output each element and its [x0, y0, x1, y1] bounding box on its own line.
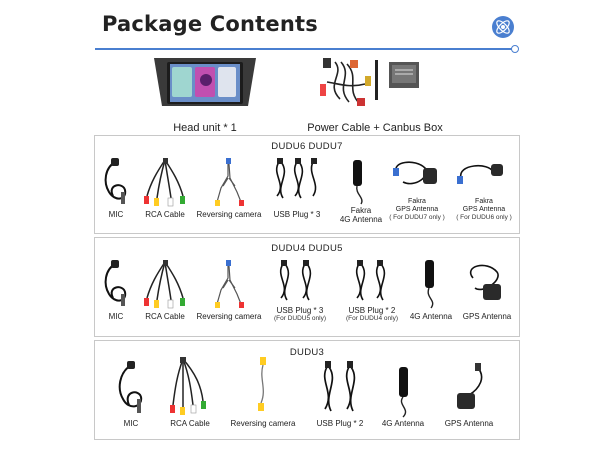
- mic-item: MIC: [109, 359, 153, 428]
- reversing-camera-icon: [215, 158, 244, 206]
- item-label: USB Plug * 3: [276, 306, 324, 315]
- group-dudu3: DUDU3 MIC RCA Cable Reversing c: [94, 340, 520, 440]
- reversing-camera-item: Reversing camera: [229, 355, 297, 428]
- reversing-camera-icon: [258, 357, 266, 411]
- usb-plug-icon: [323, 361, 356, 412]
- item-label: GPS Antenna: [444, 419, 494, 428]
- usb-plug-2-item: USB Plug * 2: [307, 359, 373, 428]
- item-label: 4G Antenna: [381, 419, 425, 428]
- rca-cable-icon: [144, 158, 185, 207]
- usb-plug-icon: [275, 158, 317, 199]
- item-label: USB Plug * 2: [348, 306, 396, 315]
- head-unit-icon: [154, 58, 256, 106]
- rca-cable-item: RCA Cable: [165, 355, 215, 428]
- usb-plug-3-item: USB Plug * 3 (For DUDU5 only): [265, 258, 335, 323]
- item-label: RCA Cable: [145, 312, 185, 321]
- mic-icon: [104, 260, 127, 306]
- mic-item: MIC: [97, 156, 135, 219]
- reversing-camera-item: Reversing camera: [193, 156, 265, 219]
- divider-end-dot: [511, 45, 519, 53]
- group-title: DUDU3: [289, 347, 325, 358]
- power-cable-label: Power Cable + Canbus Box: [307, 122, 443, 134]
- 4g-antenna-item: 4G Antenna: [375, 359, 431, 428]
- item-label: USB Plug * 2: [316, 419, 364, 428]
- group-title: DUDU4 DUDU5: [271, 243, 343, 254]
- item-label: MIC: [108, 312, 124, 321]
- item-label: Reversing camera: [196, 312, 262, 321]
- item-label: MIC: [108, 210, 124, 219]
- group-title: DUDU6 DUDU7: [271, 141, 343, 152]
- usb-plug-icon: [355, 260, 386, 301]
- mic-item: MIC: [97, 258, 135, 321]
- antenna-4g-icon: [353, 160, 363, 205]
- reversing-camera-item: Reversing camera: [193, 258, 265, 321]
- antenna-4g-icon: [399, 367, 408, 418]
- rca-cable-item: RCA Cable: [139, 258, 191, 321]
- item-note: (For DUDU5 only): [273, 315, 326, 323]
- item-note: ( For DUDU7 only ): [389, 214, 445, 222]
- usb-plug-item: USB Plug * 3: [267, 156, 327, 219]
- gps-antenna-item: GPS Antenna: [439, 359, 499, 428]
- head-unit-item: Head unit * 1: [150, 54, 260, 134]
- mic-icon: [104, 158, 127, 204]
- gps-antenna-icon: [393, 161, 437, 185]
- item-label: RCA Cable: [170, 419, 210, 428]
- item-label: Reversing camera: [196, 210, 262, 219]
- rca-cable-icon: [170, 357, 206, 415]
- item-label: Reversing camera: [230, 419, 296, 428]
- rca-cable-icon: [144, 260, 185, 309]
- 4g-antenna-item: 4G Antenna: [403, 258, 459, 321]
- reversing-camera-icon: [215, 260, 244, 308]
- fakra-gps-antenna-dudu7-item: Fakra GPS Antenna ( For DUDU7 only ): [385, 158, 449, 222]
- item-note: ( For DUDU6 only ): [456, 214, 512, 222]
- power-cable-icon: [320, 58, 419, 106]
- antenna-4g-icon: [425, 260, 434, 309]
- page-title: Package Contents: [102, 12, 318, 36]
- power-cable-item: Power Cable + Canbus Box: [305, 54, 445, 134]
- fakra-4g-antenna-item: Fakra 4G Antenna: [331, 158, 391, 224]
- gps-antenna-item: GPS Antenna: [457, 258, 517, 321]
- item-label: Fakra GPS Antenna: [462, 198, 506, 214]
- item-label: MIC: [123, 419, 139, 428]
- item-label: USB Plug * 3: [273, 210, 321, 219]
- gps-antenna-icon: [457, 164, 503, 184]
- item-label: RCA Cable: [145, 210, 185, 219]
- atom-logo-icon: [492, 16, 514, 38]
- fakra-gps-antenna-dudu6-item: Fakra GPS Antenna ( For DUDU6 only ): [449, 158, 519, 222]
- gps-antenna-icon: [469, 264, 501, 300]
- item-label: Fakra GPS Antenna: [395, 198, 439, 214]
- head-unit-label: Head unit * 1: [173, 122, 237, 134]
- header-divider: [95, 48, 515, 50]
- usb-plug-2-item: USB Plug * 2 (For DUDU4 only): [337, 258, 407, 323]
- group-dudu4-dudu5: DUDU4 DUDU5 MIC RCA Cable: [94, 237, 520, 337]
- usb-plug-icon: [279, 260, 312, 301]
- gps-antenna-icon: [457, 363, 483, 409]
- mic-icon: [118, 361, 143, 413]
- item-note: (For DUDU4 only): [345, 315, 398, 323]
- item-label: Fakra 4G Antenna: [339, 206, 383, 225]
- item-label: GPS Antenna: [462, 312, 512, 321]
- group-dudu6-dudu7: DUDU6 DUDU7 MIC RCA Cable: [94, 135, 520, 234]
- item-label: 4G Antenna: [409, 312, 453, 321]
- rca-cable-item: RCA Cable: [139, 156, 191, 219]
